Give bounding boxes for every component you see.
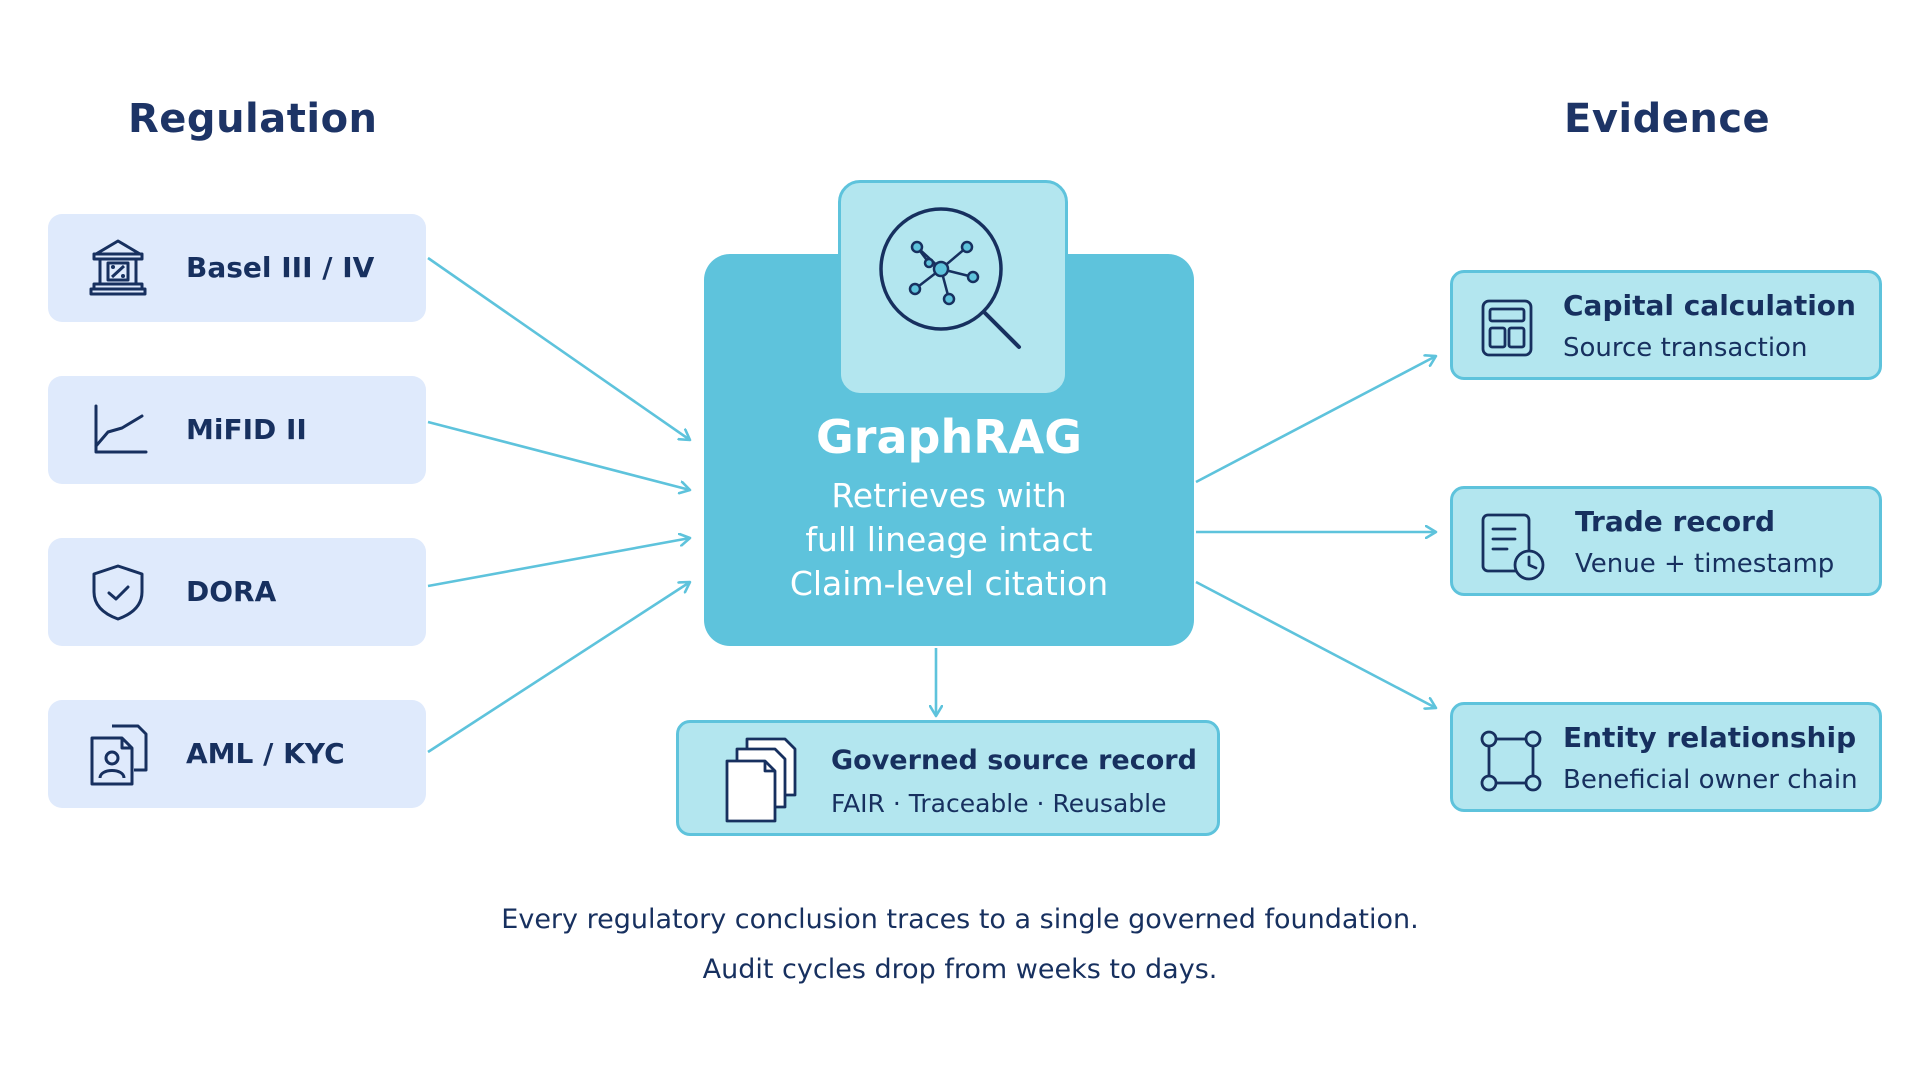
arrow-graphrag-to-entity <box>1195 580 1436 708</box>
node-square-icon <box>1479 729 1543 797</box>
arrow-dora-to-graphrag <box>427 538 690 588</box>
regulation-label: Basel III / IV <box>186 251 375 284</box>
evidence-subtitle: Beneficial owner chain <box>1563 765 1858 795</box>
governed-source-record-box[interactable]: Governed source record FAIR · Traceable … <box>676 720 1220 836</box>
regulation-box-mifid[interactable]: MiFID II <box>48 376 426 484</box>
arrow-basel-to-graphrag <box>427 256 690 440</box>
evidence-subtitle: Venue + timestamp <box>1575 549 1835 579</box>
regulation-heading: Regulation <box>128 96 378 142</box>
regulation-box-aml[interactable]: AML / KYC <box>48 700 426 808</box>
id-documents-icon <box>82 718 154 790</box>
shield-check-icon <box>82 556 154 628</box>
graphrag-description-line: Claim-level citation <box>789 564 1109 603</box>
evidence-box-capital-calculation[interactable]: Capital calculation Source transaction <box>1450 270 1882 380</box>
arrow-graphrag-to-capital <box>1195 356 1436 484</box>
evidence-title: Entity relationship <box>1563 721 1857 754</box>
regulation-box-dora[interactable]: DORA <box>48 538 426 646</box>
regulation-label: AML / KYC <box>186 737 345 770</box>
governed-source-subtitle: FAIR · Traceable · Reusable <box>831 789 1167 818</box>
evidence-title: Trade record <box>1575 505 1775 538</box>
graphrag-icon-box <box>838 180 1068 396</box>
regulation-label: DORA <box>186 575 277 608</box>
arrow-mifid-to-graphrag <box>427 420 690 490</box>
regulation-label: MiFID II <box>186 413 307 446</box>
evidence-subtitle: Source transaction <box>1563 333 1808 363</box>
regulation-box-basel[interactable]: Basel III / IV <box>48 214 426 322</box>
record-clock-icon <box>1479 513 1549 587</box>
evidence-box-trade-record[interactable]: Trade record Venue + timestamp <box>1450 486 1882 596</box>
document-stack-icon <box>717 733 801 833</box>
evidence-title: Capital calculation <box>1563 289 1856 322</box>
arrow-aml-to-graphrag <box>427 582 690 754</box>
bank-icon <box>82 232 154 304</box>
graphrag-title: GraphRAG <box>816 410 1082 464</box>
footer-text-line-2: Audit cycles drop from weeks to days. <box>702 954 1218 985</box>
governed-source-title: Governed source record <box>831 745 1197 776</box>
calculator-grid-icon <box>1479 297 1535 363</box>
footer-text-line-1: Every regulatory conclusion traces to a … <box>501 904 1419 935</box>
graphrag-description-line: full lineage intact <box>805 520 1093 559</box>
graphrag-description-line: Retrieves with <box>831 476 1067 515</box>
line-chart-icon <box>82 394 154 466</box>
evidence-heading: Evidence <box>1564 96 1771 142</box>
evidence-box-entity-relationship[interactable]: Entity relationship Beneficial owner cha… <box>1450 702 1882 812</box>
